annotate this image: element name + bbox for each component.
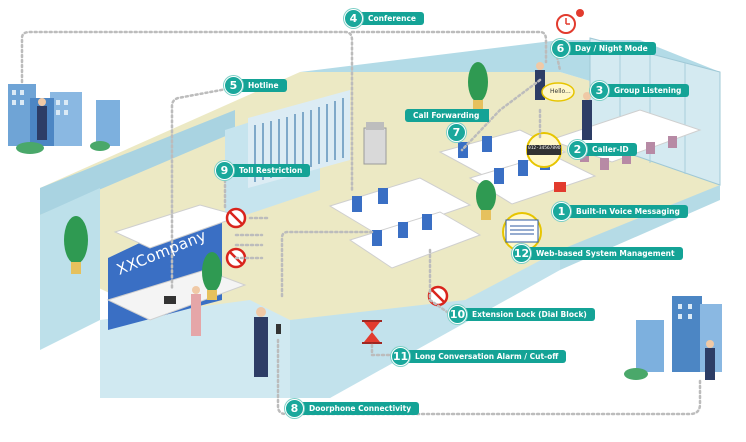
callout-label: Hotline (238, 78, 287, 92)
callout-number: 5 (224, 75, 243, 95)
callout-extension-lock: 10 Extension Lock (Dial Block) (448, 304, 595, 324)
alarm-clock-icon (556, 14, 576, 34)
visitor-doorphone (254, 307, 268, 377)
callout-long-conversation-alarm: 11 Long Conversation Alarm / Cut-off (391, 346, 567, 366)
callout-label: Conference (358, 11, 425, 25)
callout-number: 12 (512, 243, 531, 263)
plant-reception (202, 252, 222, 300)
callout-number: 3 (590, 80, 609, 100)
hello-bubble-text: Hello... (550, 88, 571, 95)
callout-label: Call Forwarding (405, 108, 490, 122)
callout-group-listening: 3 Group Listening (590, 80, 690, 100)
front-wall (100, 300, 290, 398)
callout-day-night-mode: 6 Day / Night Mode (551, 38, 656, 58)
desk-cluster-main (328, 177, 482, 269)
caller-id-bubble (526, 132, 562, 168)
plant-right (476, 180, 496, 220)
callout-label: Toll Restriction (229, 163, 311, 177)
callout-number: 6 (551, 38, 570, 58)
sun-icon (576, 9, 584, 17)
callout-number: 8 (285, 398, 304, 418)
callout-number: 1 (552, 201, 571, 221)
worker-back (535, 62, 545, 100)
callout-number: 11 (391, 346, 410, 366)
callout-label: Group Listening (604, 83, 690, 97)
person-left-outside (37, 98, 47, 140)
callout-label: Web-based System Management (526, 246, 683, 260)
callout-label: Caller-ID (582, 142, 637, 156)
callout-hotline: 5 Hotline (224, 75, 287, 95)
left-wall (40, 110, 235, 215)
callout-toll-restriction: 9 Toll Restriction (215, 160, 311, 180)
caller-id-number: 012-3456789O (528, 146, 561, 151)
callout-doorphone: 8 Doorphone Connectivity (285, 398, 420, 418)
hello-bubble (541, 82, 575, 102)
callout-number: 10 (448, 304, 467, 324)
hourglass-icon (362, 320, 382, 344)
plant-back (468, 62, 488, 110)
callout-number: 7 (447, 123, 466, 142)
callout-caller-id: 2 Caller-ID (568, 139, 637, 159)
callout-call-forwarding: 7 Call Forwarding (405, 107, 490, 142)
callout-web-management: 12 Web-based System Management (512, 243, 683, 263)
web-management-bubble (502, 212, 542, 252)
front-wall-right (290, 250, 560, 398)
callout-label: Built-in Voice Messaging (566, 204, 688, 218)
callout-number: 4 (344, 8, 363, 28)
callout-voice-messaging: 1 Built-in Voice Messaging (552, 201, 688, 221)
callout-number: 9 (215, 160, 234, 180)
person-right-outside (705, 340, 715, 380)
callout-label: Extension Lock (Dial Block) (462, 307, 595, 321)
callout-label: Doorphone Connectivity (299, 401, 420, 415)
front-wall-left (40, 188, 100, 350)
callout-label: Day / Night Mode (565, 41, 656, 55)
buildings-left (8, 84, 120, 154)
callout-conference: 4 Conference (344, 8, 425, 28)
connection-paths (20, 30, 702, 416)
worker-meeting (582, 92, 592, 140)
callout-label: Long Conversation Alarm / Cut-off (405, 349, 567, 363)
doorphone-icon (276, 324, 281, 334)
copier (363, 122, 387, 165)
callout-number: 2 (568, 139, 587, 159)
receptionist (191, 286, 201, 336)
voice-message-icon (554, 182, 566, 192)
plant-left (64, 216, 88, 274)
reception-phone-icon (164, 296, 176, 304)
